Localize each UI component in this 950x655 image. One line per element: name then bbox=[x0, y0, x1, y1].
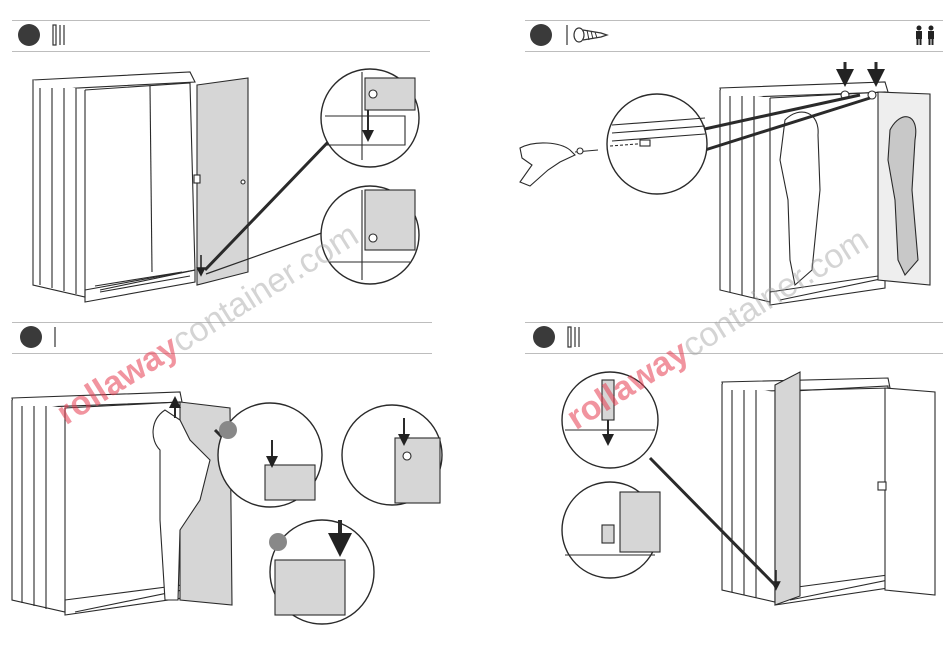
step3-detail-left bbox=[218, 403, 322, 507]
step3-detail-bottom bbox=[269, 520, 374, 624]
drill-icon bbox=[520, 143, 598, 186]
step2-detail bbox=[607, 94, 707, 194]
step3-detail-right bbox=[342, 405, 442, 505]
step4-detail-bottom bbox=[562, 482, 660, 578]
step4-shed bbox=[650, 372, 935, 605]
step1-detail-top bbox=[321, 69, 419, 167]
step3-shed bbox=[12, 392, 232, 615]
